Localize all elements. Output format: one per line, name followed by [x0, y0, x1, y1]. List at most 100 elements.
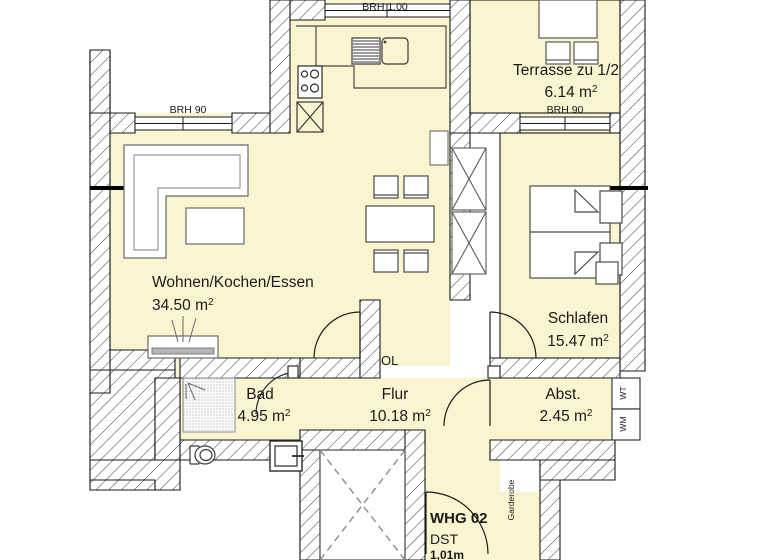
furniture-kitchen — [296, 25, 447, 133]
nightstand-upper — [599, 190, 623, 224]
label-wm: WM — [618, 416, 628, 431]
room-fill-abst — [500, 378, 615, 440]
label-dst: DST — [430, 531, 458, 547]
sofa-l-shape-inner — [133, 154, 241, 251]
label-brh-right: BRH 90 — [547, 104, 584, 116]
stove-4-burner — [297, 65, 323, 99]
label-whg: WHG 02 — [430, 510, 488, 527]
room-area-bad: 4.95 m2 — [238, 408, 291, 425]
window-right — [519, 116, 611, 131]
shower-head-rays — [185, 382, 206, 401]
fireplace — [147, 316, 219, 359]
room-area-wohnen: 34.50 m2 — [152, 297, 214, 314]
fireplace-grate — [151, 347, 215, 355]
wall-entry-right-top — [539, 459, 616, 481]
terrace-chair-right — [573, 41, 599, 65]
furniture-schlafen — [529, 185, 623, 285]
door-flur-wohnen — [313, 311, 361, 359]
terrace-chair-left — [545, 41, 571, 65]
room-label-flur: Flur — [382, 386, 409, 403]
text-labels: BRH 1,00 BRH 90 BRH 90 Terrasse zu 1/2 6… — [152, 1, 628, 560]
furniture-terrasse — [538, 0, 599, 65]
furniture-wohnen-cabinet — [429, 130, 449, 166]
doors — [255, 311, 537, 555]
staircase — [319, 449, 406, 560]
wall-flur-divider — [359, 299, 381, 379]
label-door-width: 1,01m — [430, 548, 464, 560]
wall-seg-2 — [89, 112, 111, 371]
wall-kitchen-left — [269, 0, 291, 134]
door-flur-schlafen — [489, 311, 537, 359]
outline-terrasse — [469, 0, 621, 114]
washing-machine — [611, 408, 641, 441]
wall-top-left-a — [109, 112, 136, 134]
room-fill-flur-ext — [425, 378, 500, 506]
jamb-abst — [487, 365, 501, 379]
burner-3 — [300, 84, 309, 92]
label-garderobe: Garderobe — [506, 479, 516, 520]
wall-seg-1 — [89, 49, 111, 114]
burner-4 — [309, 83, 320, 93]
room-label-bad: Bad — [246, 386, 274, 403]
window-left — [134, 116, 233, 131]
door-entry — [425, 491, 489, 555]
wall-shelf-unit — [451, 147, 487, 275]
room-area-terrasse: 6.14 m2 — [545, 84, 598, 101]
burner-1 — [300, 70, 309, 78]
room-area-schlafen: 15.47 m2 — [547, 333, 609, 350]
furniture-abst — [611, 377, 641, 441]
room-label-abst: Abst. — [545, 386, 580, 403]
cabinet-wohnen — [429, 130, 449, 166]
furniture-dining — [365, 175, 435, 273]
furniture-bad — [182, 377, 304, 472]
wall-detail-layer — [89, 49, 181, 461]
wall-kitchen-top-a — [289, 0, 326, 21]
room-fill-entry — [425, 492, 540, 560]
sofa-l-shape-outer — [123, 144, 249, 259]
drainboard-grooves — [353, 40, 379, 63]
wall-stair-right — [404, 429, 426, 560]
toilet-seat — [199, 448, 213, 462]
toilet — [189, 445, 216, 465]
bed-fold-bottom — [574, 251, 600, 276]
kitchen-faucet — [383, 40, 387, 44]
fireplace-rays — [171, 316, 197, 343]
label-brh-top: BRH 1,00 — [362, 1, 408, 13]
wall-seg-4 — [154, 377, 181, 461]
wall-right-exterior — [619, 0, 646, 372]
windows — [134, 3, 611, 131]
dining-chair-bl — [373, 249, 399, 273]
washbasin — [269, 440, 304, 472]
wall-terrace-bottom-b — [609, 112, 621, 134]
room-area-abst: 2.45 m2 — [540, 408, 593, 425]
room-area-flur: 10.18 m2 — [369, 408, 431, 425]
kitchen-drainboard — [351, 37, 381, 65]
room-label-wohnen: Wohnen/Kochen/Essen — [152, 274, 314, 291]
bed-fold-top — [574, 188, 600, 213]
wall-flur-schlafen — [489, 357, 621, 379]
wall-seg-3 — [89, 369, 111, 394]
label-wt: WT — [618, 386, 628, 399]
wall-terrace-bottom-a — [469, 112, 521, 134]
shower — [182, 377, 236, 433]
furniture-wohnen — [123, 144, 249, 259]
staircase-shaft — [319, 449, 406, 560]
kitchen-sink-basin — [381, 37, 409, 65]
wall-stair-left — [299, 449, 321, 560]
label-brh-left: BRH 90 — [170, 104, 207, 116]
wall-kitchen-right — [449, 0, 471, 134]
dining-chair-tr — [403, 175, 429, 199]
wardrobe — [595, 261, 619, 285]
burner-2 — [309, 69, 320, 79]
terrace-table — [538, 0, 598, 39]
room-label-schlafen: Schlafen — [548, 310, 608, 327]
wall-abst-bottom — [489, 439, 616, 461]
coffee-table — [185, 207, 245, 245]
jamb-bad — [287, 365, 299, 379]
dining-chair-tl — [373, 175, 399, 199]
label-ol: OL — [381, 353, 398, 368]
dining-table — [365, 205, 435, 243]
door-jambs — [287, 365, 501, 379]
